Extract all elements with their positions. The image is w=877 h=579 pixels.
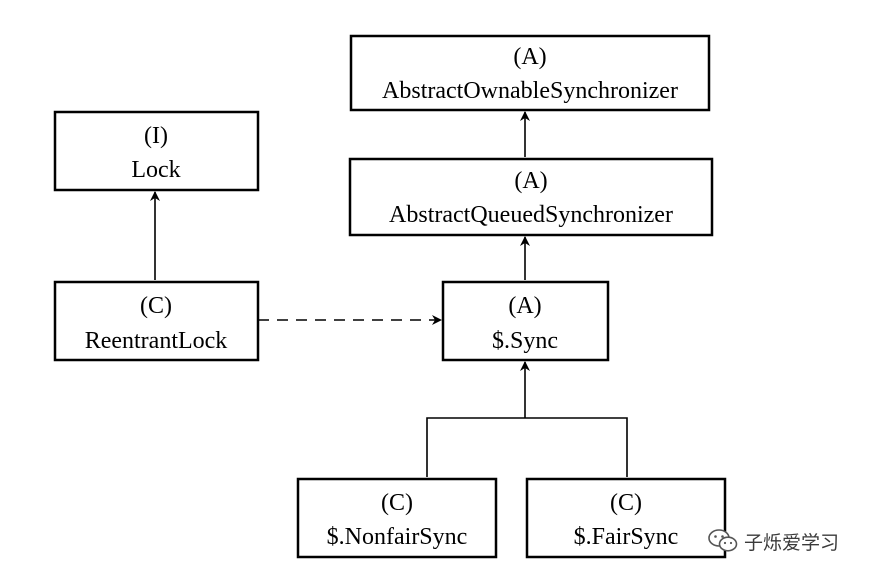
stereotype-label: (C) — [381, 490, 413, 516]
stereotype-label: (A) — [508, 293, 541, 319]
class-box-abstract-queued-synchronizer: (A) AbstractQueuedSynchronizer — [348, 157, 714, 237]
class-box-reentrant-lock: (C) ReentrantLock — [53, 280, 260, 362]
edge-fair-branch — [525, 417, 628, 477]
class-name-label: $.Sync — [492, 328, 558, 354]
class-box-abstract-ownable-synchronizer: (A) AbstractOwnableSynchronizer — [349, 34, 711, 112]
class-box-fair-sync: (C) $.FairSync — [525, 477, 727, 559]
interface-box-lock: (I) Lock — [53, 110, 260, 192]
class-name-label: AbstractOwnableSynchronizer — [382, 78, 678, 104]
class-name-label: ReentrantLock — [85, 328, 228, 354]
class-name-label: $.NonfairSync — [327, 524, 468, 550]
class-name-label: Lock — [131, 157, 180, 183]
watermark: 子烁爱学习 — [708, 528, 839, 554]
class-name-label: $.FairSync — [574, 524, 679, 550]
class-name-label: AbstractQueuedSynchronizer — [389, 202, 673, 228]
stereotype-label: (C) — [610, 490, 642, 516]
class-box-nonfair-sync: (C) $.NonfairSync — [296, 477, 498, 559]
class-box-sync: (A) $.Sync — [441, 280, 610, 362]
stereotype-label: (I) — [144, 123, 168, 149]
stereotype-label: (A) — [514, 168, 547, 194]
stereotype-label: (C) — [140, 293, 172, 319]
edge-nonfair-branch — [426, 417, 525, 477]
stereotype-label: (A) — [513, 44, 546, 70]
watermark-text: 子烁爱学习 — [744, 531, 840, 554]
wechat-icon — [708, 529, 738, 552]
